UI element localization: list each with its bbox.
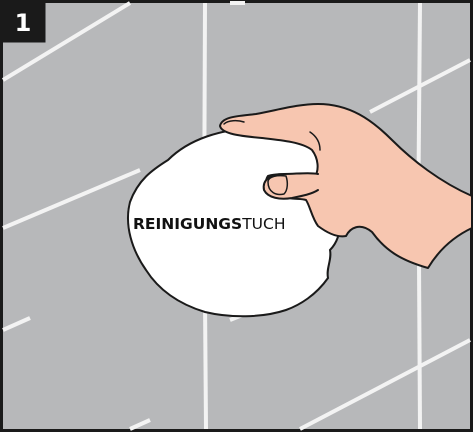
cloth-label: REINIGUNGSTUCH xyxy=(133,215,286,233)
cloth-label-regular: TUCH xyxy=(241,215,285,233)
step-badge: 1 xyxy=(2,2,46,43)
step-number: 1 xyxy=(15,9,32,37)
thumbnail xyxy=(268,176,287,195)
cloth-label-bold: REINIGUNGS xyxy=(133,215,242,233)
